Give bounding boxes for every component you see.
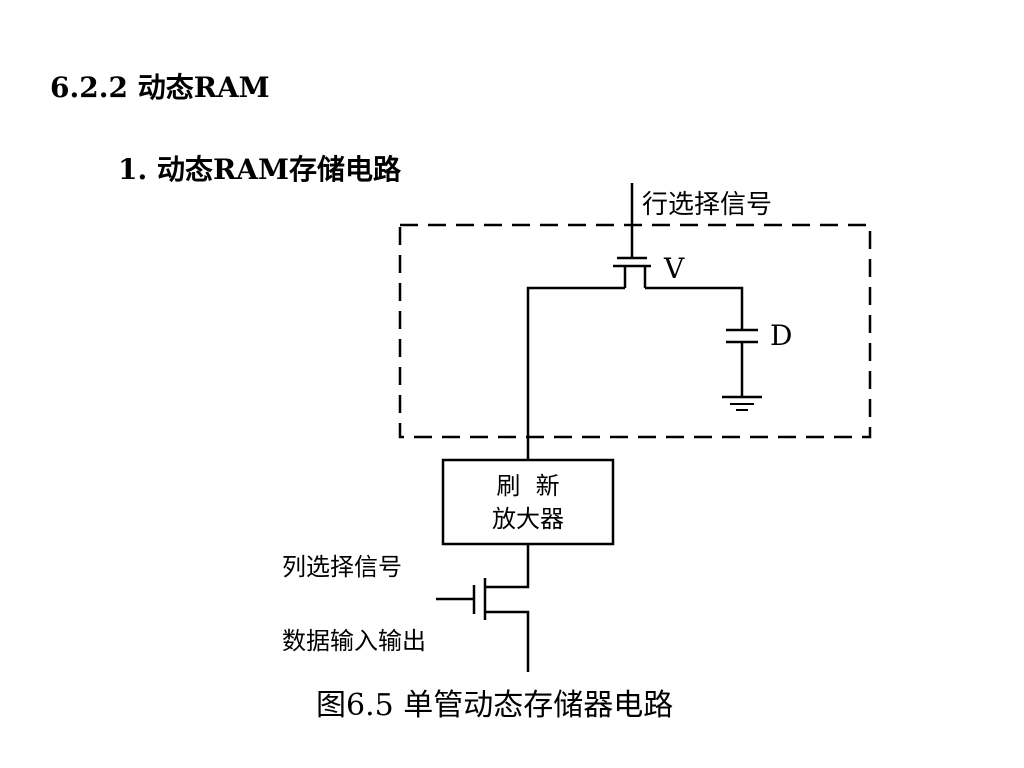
data-io-line — [485, 610, 530, 672]
transistor-v — [613, 256, 651, 288]
capacitor-d — [726, 328, 758, 396]
transistor-label: V — [663, 252, 685, 285]
memory-cell-boundary — [398, 223, 872, 439]
bit-line-upper — [526, 286, 625, 460]
amplifier-label-line2: 放大器 — [492, 505, 564, 533]
sub-title: 1. 动态RAM存储电路 — [118, 153, 401, 186]
ground-icon — [722, 395, 762, 411]
storage-node-wire — [645, 286, 744, 330]
column-select-transistor — [436, 578, 487, 620]
capacitor-label: D — [770, 319, 792, 352]
figure-caption: 图6.5 单管动态存储器电路 — [316, 688, 674, 723]
data-io-label: 数据输入输出 — [282, 627, 426, 655]
amplifier-label-line1: 刷 新 — [496, 472, 559, 500]
section-title: 6.2.2 动态RAM — [50, 71, 270, 104]
row-select-label: 行选择信号 — [642, 190, 772, 220]
column-select-label: 列选择信号 — [282, 553, 402, 581]
bit-line-lower — [485, 544, 530, 589]
